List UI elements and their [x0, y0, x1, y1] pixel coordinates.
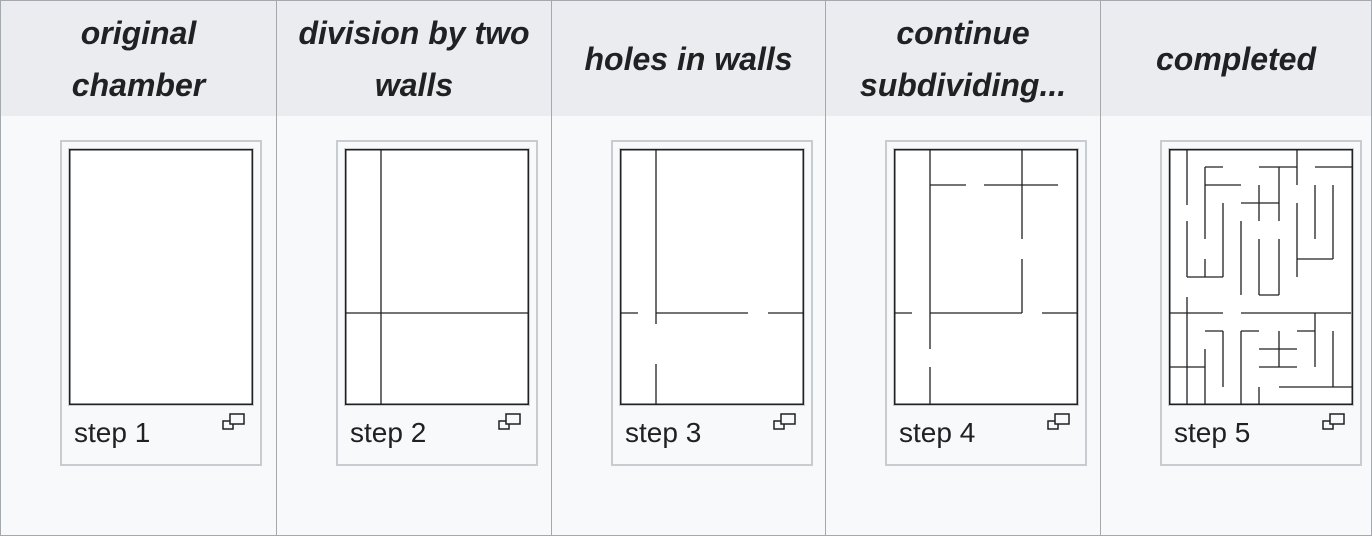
thumbnail-frame: step 2 — [336, 140, 538, 466]
column-header-original-chamber: original chamber — [0, 0, 277, 117]
maze-diagram — [345, 149, 529, 405]
maze-thumbnail-image[interactable] — [344, 148, 530, 406]
step-cell: step 4 — [825, 116, 1101, 536]
thumbnail-frame: step 4 — [885, 140, 1087, 466]
thumbnail-caption: step 5 — [1174, 417, 1251, 448]
step-cell: step 5 — [1100, 116, 1372, 536]
chamber-boundary — [1169, 149, 1353, 405]
maze-thumbnail-image[interactable] — [68, 148, 254, 406]
magnify-clip-icon[interactable] — [773, 412, 797, 432]
column-header-completed: completed — [1100, 0, 1372, 117]
header-text: original chamber — [71, 14, 206, 103]
magnify-clip-icon[interactable] — [498, 412, 522, 432]
thumbnail-caption: step 3 — [625, 417, 702, 448]
step-cell: step 1 — [0, 116, 277, 536]
header-text: holes in walls — [584, 40, 793, 77]
maze-diagram — [620, 149, 804, 405]
chamber-boundary — [894, 149, 1078, 405]
maze-thumbnail-image[interactable] — [619, 148, 805, 406]
maze-diagram — [894, 149, 1078, 405]
thumbnail-frame: step 1 — [60, 140, 262, 466]
chamber-boundary — [69, 149, 253, 405]
column-header-continue-subdividing: continue subdividing... — [825, 0, 1101, 117]
thumbnail-caption: step 4 — [899, 417, 976, 448]
step-cell: step 3 — [551, 116, 826, 536]
thumbnail-caption: step 1 — [74, 417, 151, 448]
column-header-holes-in-walls: holes in walls — [551, 0, 826, 117]
magnify-clip-icon[interactable] — [1322, 412, 1346, 432]
column-header-division-by-two-walls: division by two walls — [276, 0, 552, 117]
maze-diagram — [1169, 149, 1353, 405]
step-cell: step 2 — [276, 116, 552, 536]
maze-thumbnail-image[interactable] — [893, 148, 1079, 406]
maze-diagram — [69, 149, 253, 405]
maze-thumbnail-image[interactable] — [1168, 148, 1354, 406]
thumbnail-frame: step 3 — [611, 140, 813, 466]
chamber-boundary — [620, 149, 804, 405]
thumbnail-frame: step 5 — [1160, 140, 1362, 466]
chamber-boundary — [345, 149, 529, 405]
magnify-clip-icon[interactable] — [222, 412, 246, 432]
header-text: division by two walls — [298, 14, 530, 103]
header-text: continue subdividing... — [859, 14, 1067, 103]
header-text: completed — [1155, 40, 1317, 77]
thumbnail-caption: step 2 — [350, 417, 427, 448]
magnify-clip-icon[interactable] — [1047, 412, 1071, 432]
